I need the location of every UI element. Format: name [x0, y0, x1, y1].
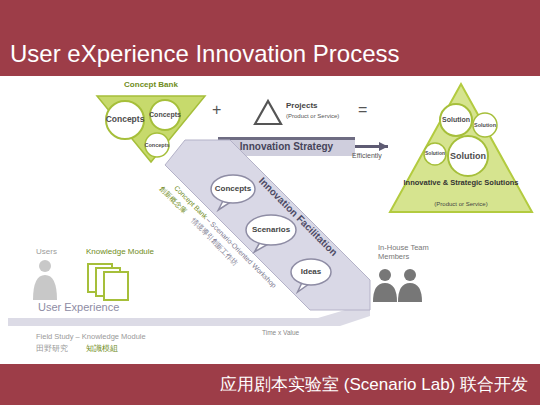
axis-label: Time x Value: [262, 329, 299, 337]
outline: [473, 113, 497, 137]
page-caption: 应用剧本实验室 (Scenario Lab) 联合开发: [220, 364, 528, 405]
user-head: [39, 260, 51, 272]
concept-circle: Concepts: [149, 99, 181, 131]
page-title: User eXperience Innovation Process: [10, 40, 400, 68]
outline: [150, 100, 180, 130]
projects-triangle: Projects (Product or Service): [253, 98, 357, 128]
footnote: Field Study – Knowledge Module: [36, 332, 146, 341]
outline: [8, 318, 308, 326]
solution-circle: Solution: [439, 103, 473, 137]
band-joint: [298, 310, 370, 326]
outline: [255, 101, 281, 124]
node-text: Concepts: [210, 174, 256, 204]
node-text: Concept Bank: [95, 80, 207, 89]
solution-circle: Solution: [447, 135, 489, 177]
solution-circle: Solution: [472, 112, 498, 138]
speech-bubble: Ideas: [290, 258, 332, 292]
icon-label: Users: [36, 247, 57, 257]
outline: [165, 140, 370, 310]
footnote: 田野研究: [36, 344, 68, 353]
equals-sign: =: [358, 100, 367, 119]
icon-label: In-House Team Members: [378, 243, 442, 261]
title-bar: User eXperience Innovation Process: [0, 0, 540, 76]
icon-label: Knowledge Module: [86, 247, 154, 257]
outline: [218, 137, 355, 140]
outline: [211, 175, 255, 203]
node-text: Solution: [472, 112, 498, 138]
member-head: [379, 269, 391, 281]
module-card: [104, 272, 128, 300]
outline: [246, 215, 296, 245]
node-text: Ideas: [290, 258, 332, 286]
solutions-triangle: Innovative & Strategic Solutions (Product…: [388, 82, 534, 214]
user-body: [33, 275, 57, 300]
node-text: Scenarios: [245, 214, 297, 246]
node-text: Concepts: [149, 99, 181, 131]
node-text: User Experience: [38, 301, 188, 314]
outline: [448, 136, 488, 176]
node-text: Solution: [423, 142, 447, 166]
experience-band: User Experience: [8, 300, 308, 326]
connector-arrow: [355, 145, 388, 148]
concept-circle: Concepts: [105, 100, 145, 140]
node-text: Concepts: [105, 100, 145, 140]
node-text: Solution: [439, 103, 473, 137]
speech-bubble: Scenarios: [245, 214, 297, 252]
member-head: [404, 269, 416, 281]
outline: [291, 259, 331, 285]
node-text: Innovative & Strategic Solutions: [402, 179, 520, 188]
outline: [390, 84, 532, 212]
footnote: 知識模組: [86, 344, 118, 353]
node-text: Concepts: [144, 132, 170, 158]
caption-bar: 应用剧本实验室 (Scenario Lab) 联合开发: [0, 364, 540, 405]
node-text: Projects: [286, 101, 357, 110]
node-text: (Product or Service): [286, 113, 357, 120]
node-text: (Product or Service): [402, 201, 520, 208]
speech-bubble: Concepts: [210, 174, 256, 210]
member-body: [373, 283, 397, 302]
outline: [424, 143, 446, 165]
outline: [106, 101, 144, 139]
node-text: Solution: [447, 135, 489, 177]
solution-circle: Solution: [423, 142, 447, 166]
outline: [145, 133, 169, 157]
plus-sign: +: [212, 100, 221, 119]
edge-label: Efficiently: [352, 152, 382, 160]
concept-circle: Concepts: [144, 132, 170, 158]
outline: [440, 104, 472, 136]
member-body: [398, 283, 422, 302]
